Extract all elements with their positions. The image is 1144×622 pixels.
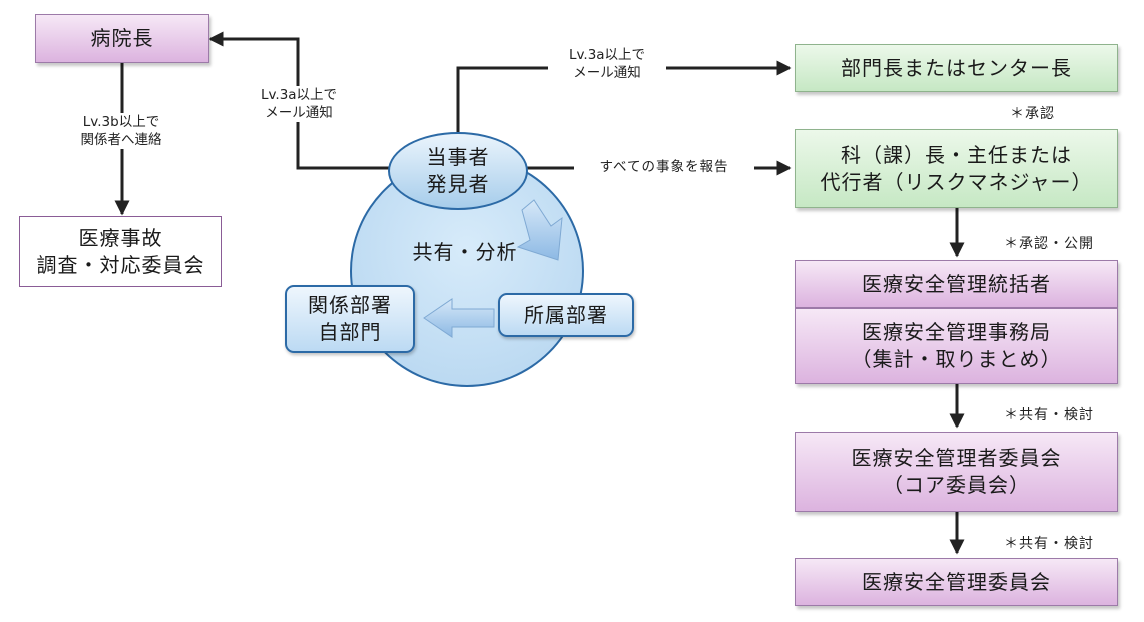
investigation-line-1: 医療事故 (78, 225, 163, 250)
safety-manager-committee-line-2: （コア委員会） (883, 473, 1030, 497)
node-safety-committee: 医療安全管理委員会 (795, 558, 1118, 606)
safety-office-line-1: 医療安全管理事務局 (862, 320, 1051, 344)
arrow-reporter-to-department-head (456, 60, 792, 138)
node-own-department: 所属部署 (498, 293, 634, 337)
node-section-head: 科（課）長・主任または 代行者（リスクマネジャー） (795, 129, 1118, 208)
node-safety-office: 医療安全管理事務局 （集計・取りまとめ） (795, 308, 1118, 384)
label-report-all: すべての事象を報告 (574, 158, 754, 177)
investigation-line-2: 調査・対応委員会 (36, 252, 205, 277)
safety-supervisor-label: 医療安全管理統括者 (862, 271, 1051, 296)
node-related-department: 関係部署 自部門 (285, 285, 415, 353)
label-lv3b-contact: Lv.3b以上で 関係者へ連絡 (56, 113, 186, 150)
director-label: 病院長 (90, 26, 154, 50)
related-department-line-2: 自部門 (318, 320, 382, 344)
annotation-approve-publish: ＊承認・公開 (1004, 236, 1094, 252)
node-director: 病院長 (35, 14, 209, 63)
node-reporter: 当事者 発見者 (388, 132, 528, 210)
label-lv3a-mail-left: Lv.3a以上で メール通知 (240, 86, 358, 123)
annotation-share-review-2: ＊共有・検討 (1004, 536, 1094, 552)
safety-office-line-2: （集計・取りまとめ） (851, 347, 1062, 371)
annotation-share-review-1: ＊共有・検討 (1004, 407, 1094, 423)
department-head-label: 部門長またはセンター長 (841, 55, 1072, 80)
label-lv3a-mail-top: Lv.3a以上で メール通知 (548, 46, 666, 83)
node-department-head: 部門長またはセンター長 (795, 44, 1118, 92)
section-head-line-1: 科（課）長・主任または (841, 142, 1072, 167)
safety-manager-committee-line-1: 医療安全管理者委員会 (851, 446, 1062, 470)
section-head-line-2: 代行者（リスクマネジャー） (820, 169, 1093, 194)
reporter-line-2: 発見者 (426, 172, 490, 196)
annotation-approve: ＊承認 (1010, 106, 1055, 122)
own-department-label: 所属部署 (524, 302, 608, 327)
reporter-line-1: 当事者 (426, 145, 490, 169)
safety-committee-label: 医療安全管理委員会 (862, 569, 1051, 594)
node-safety-supervisor: 医療安全管理統括者 (795, 260, 1118, 308)
node-safety-manager-committee: 医療安全管理者委員会 （コア委員会） (795, 432, 1118, 512)
share-analysis-label: 共有・分析 (412, 239, 518, 264)
node-investigation-committee: 医療事故 調査・対応委員会 (19, 216, 222, 287)
related-department-line-1: 関係部署 (308, 293, 392, 317)
